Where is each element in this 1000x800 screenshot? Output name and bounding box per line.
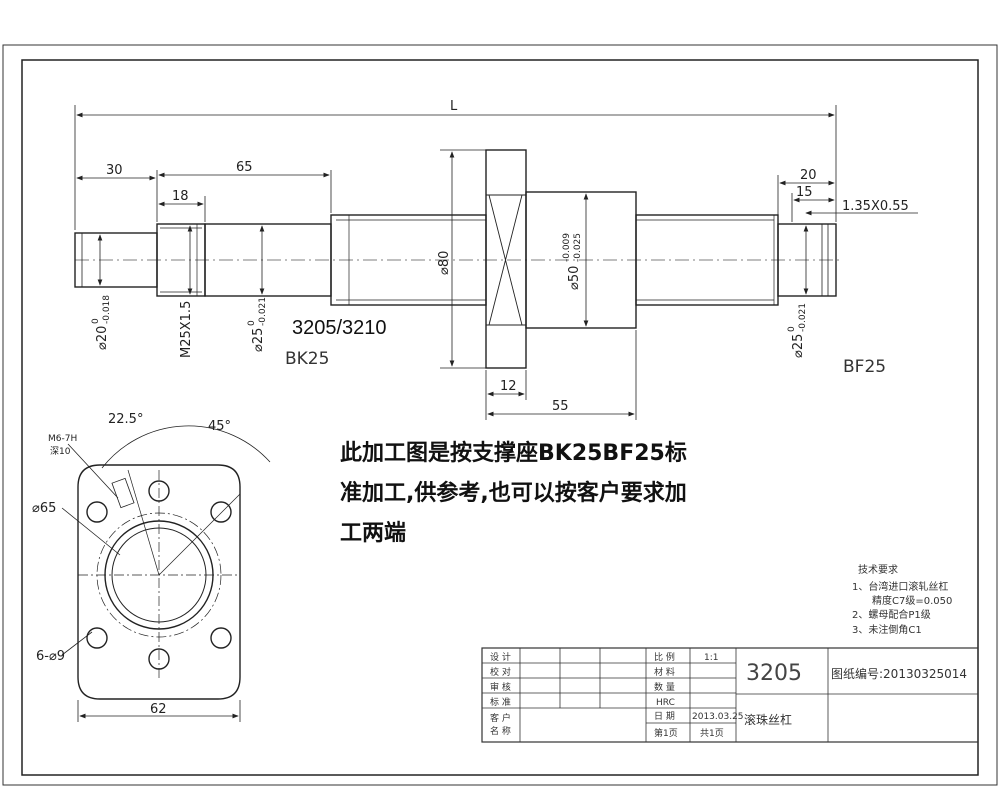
nut-flange-view: [61, 425, 271, 722]
flange-holes: 6-⌀9: [36, 649, 65, 664]
tb-total: 共1页: [700, 728, 724, 739]
dim-d25-left-zero: 0: [247, 320, 257, 326]
flange-angle-45: 45°: [208, 419, 231, 434]
tb-customer: 客 户: [490, 712, 511, 724]
dim-d80: ⌀80: [437, 251, 452, 275]
note-line-3: 工两端: [340, 521, 406, 546]
note-line-1: 此加工图是按支撑座BK25BF25标: [340, 440, 687, 466]
requirement-1b: 精度C7级=0.050: [872, 594, 952, 607]
flange-width: 62: [150, 702, 167, 717]
dim-65: 65: [236, 160, 253, 175]
requirement-1: 1、台湾进口滚轧丝杠: [852, 580, 948, 593]
tb-scale-label: 比 例: [654, 651, 675, 663]
support-bf25: BF25: [843, 357, 886, 377]
tb-sheet: 第1页: [654, 727, 678, 739]
dim-d20-zero: 0: [91, 318, 101, 324]
flange-tap-depth: 深10: [50, 446, 71, 457]
title-block: [481, 647, 979, 743]
tb-part-number: 3205: [746, 661, 802, 686]
tb-design: 设 计: [490, 651, 511, 663]
dim-15: 15: [796, 185, 813, 200]
requirement-3: 3、未注倒角C1: [852, 623, 922, 636]
tb-drawing-no: 图纸编号:20130325014: [831, 666, 967, 681]
dim-d25-right: ⌀25: [791, 334, 806, 358]
tb-material-label: 材 料: [654, 666, 675, 678]
tb-name: 名 称: [490, 725, 511, 737]
support-bk25: BK25: [285, 349, 329, 369]
dim-30: 30: [106, 163, 123, 178]
flange-pcd: ⌀65: [32, 501, 56, 516]
flange-tap: M6-7H: [48, 434, 77, 444]
tb-part-name: 滚珠丝杠: [744, 712, 792, 727]
tb-date-label: 日 期: [654, 711, 675, 722]
tb-check: 校 对: [490, 666, 511, 678]
dim-d50-upper: -0.009: [562, 233, 572, 262]
dim-12: 12: [500, 379, 517, 394]
dim-55: 55: [552, 399, 569, 414]
dim-thread: M25X1.5: [179, 301, 194, 358]
tb-quantity-label: 数 量: [654, 681, 675, 693]
dim-d25-right-zero: 0: [787, 326, 797, 332]
tb-standard: 标 准: [490, 696, 511, 708]
flange-angle-22: 22.5°: [108, 412, 143, 427]
tb-hardness-label: HRC: [656, 698, 675, 708]
note-line-2: 准加工,供参考,也可以按客户要求加: [340, 480, 687, 506]
dim-d50-lower: -0.025: [573, 233, 583, 262]
dim-20: 20: [800, 168, 817, 183]
requirements-title: 技术要求: [858, 563, 898, 576]
dim-d25-left: ⌀25: [251, 328, 266, 352]
dim-d25-left-tol: -0.021: [258, 297, 268, 326]
dim-d25-right-tol: -0.021: [798, 303, 808, 332]
tb-review: 审 核: [490, 681, 511, 693]
dim-d50: ⌀50: [567, 266, 582, 290]
dim-L: L: [450, 99, 458, 114]
tb-scale: 1:1: [704, 653, 718, 663]
tb-date: 2013.03.25: [692, 712, 744, 722]
dim-groove: 1.35X0.55: [842, 199, 909, 214]
requirement-2: 2、螺母配合P1级: [852, 608, 931, 621]
dim-18: 18: [172, 189, 189, 204]
ball-screw-shaft: [74, 149, 842, 369]
dim-d20-tol: -0.018: [102, 295, 112, 324]
model-number: 3205/3210: [292, 317, 387, 339]
outer-frame: [2, 44, 998, 786]
inner-frame: [21, 59, 979, 776]
dim-d20: ⌀20: [95, 326, 110, 350]
dimension-lines: [74, 105, 918, 420]
